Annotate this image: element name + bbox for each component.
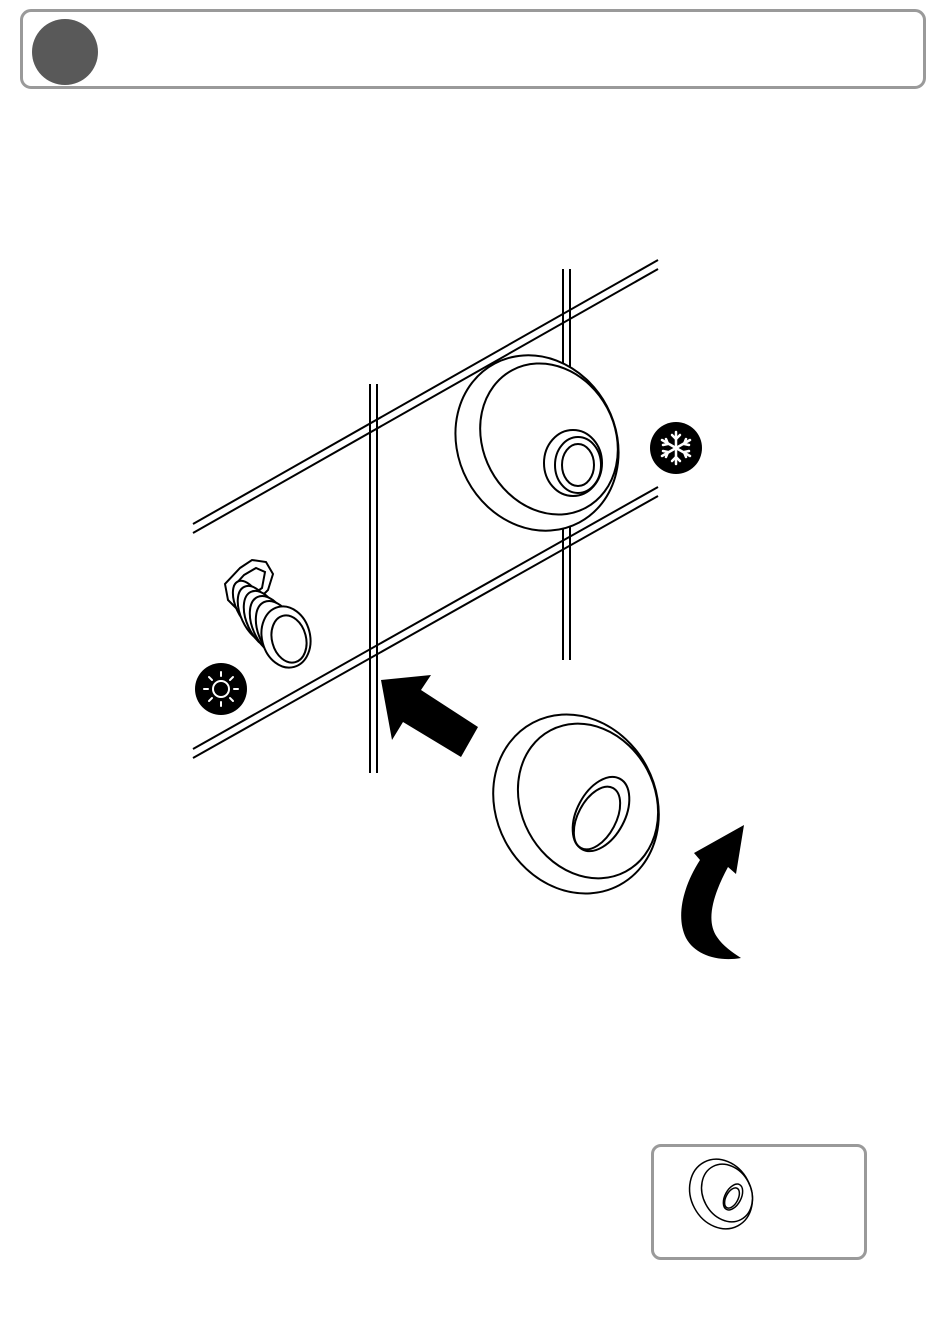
cover-rosette-part bbox=[654, 1147, 864, 1257]
push-direction-arrow bbox=[381, 675, 478, 757]
hot-water-thread-fitting bbox=[225, 560, 317, 673]
rotate-arrow bbox=[681, 825, 744, 959]
parts-box bbox=[651, 1144, 867, 1260]
snowflake-icon bbox=[650, 422, 702, 474]
cover-rosette bbox=[462, 685, 690, 923]
sun-icon bbox=[195, 663, 247, 715]
cold-water-outlet-with-cover bbox=[425, 326, 649, 559]
